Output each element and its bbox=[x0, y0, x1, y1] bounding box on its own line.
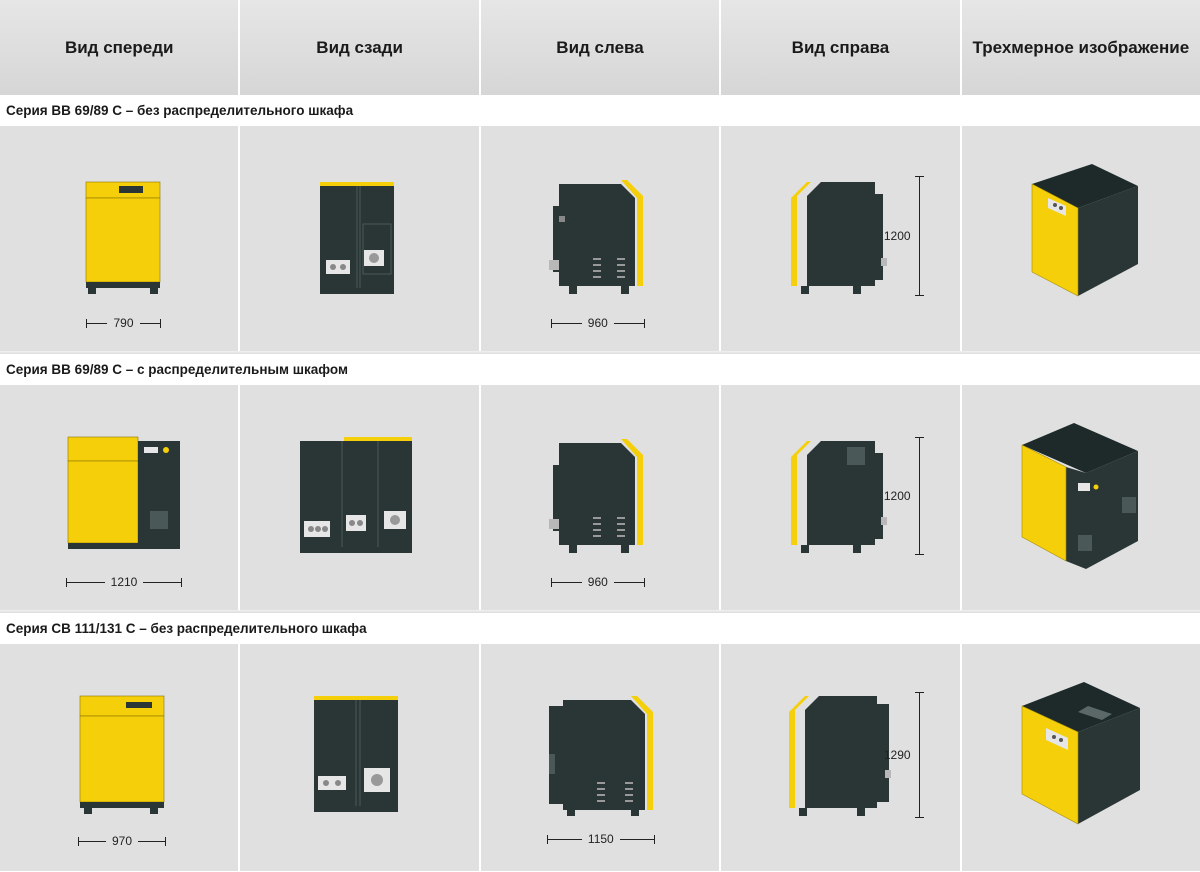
left-view-cell[interactable]: 1150 bbox=[480, 644, 722, 871]
3d-view-cell[interactable] bbox=[961, 126, 1200, 351]
depth-dimension: 960 bbox=[550, 316, 645, 330]
height-dimension: 1200 bbox=[884, 437, 934, 555]
width-dimension: 970 bbox=[78, 834, 166, 848]
back-view-drawing bbox=[314, 696, 399, 812]
column-header-left: Вид слева bbox=[480, 0, 722, 95]
series-row: 970 1150 bbox=[0, 644, 1200, 871]
right-view-drawing bbox=[791, 182, 888, 294]
back-view-drawing bbox=[320, 182, 395, 294]
right-view-drawing bbox=[789, 696, 892, 816]
left-view-cell[interactable]: 960 bbox=[480, 126, 722, 351]
column-header-front: Вид спереди bbox=[0, 0, 241, 95]
series-title: Серия CB 111/131 C – без распределительн… bbox=[0, 613, 1200, 644]
width-dimension: 790 bbox=[86, 316, 162, 330]
front-view-drawing bbox=[67, 436, 180, 549]
height-dimension: 1290 bbox=[884, 692, 934, 818]
column-header-right: Вид справа bbox=[721, 0, 962, 95]
3d-view-drawing bbox=[1021, 682, 1140, 825]
height-dimension: 1200 bbox=[884, 176, 934, 296]
left-view-drawing bbox=[548, 439, 643, 553]
front-view-drawing bbox=[79, 695, 165, 814]
3d-view-drawing bbox=[1031, 164, 1138, 297]
front-view-cell[interactable]: 970 bbox=[0, 644, 241, 871]
back-view-cell[interactable] bbox=[240, 385, 481, 610]
right-view-drawing bbox=[791, 441, 888, 553]
depth-dimension: 1150 bbox=[546, 832, 655, 846]
right-view-cell[interactable]: 1290 bbox=[721, 644, 962, 871]
left-view-drawing bbox=[548, 180, 643, 294]
series-row: 790 bbox=[0, 126, 1200, 351]
3d-view-cell[interactable] bbox=[961, 644, 1200, 871]
left-view-drawing bbox=[548, 696, 653, 816]
3d-view-drawing bbox=[1021, 423, 1138, 569]
header-row: Вид спереди Вид сзади Вид слева Вид спра… bbox=[0, 0, 1200, 95]
series-title: Серия BB 69/89 C – с распределительным ш… bbox=[0, 354, 1200, 385]
series-row: 1210 bbox=[0, 385, 1200, 610]
left-view-cell[interactable]: 960 bbox=[480, 385, 722, 610]
column-header-back: Вид сзади bbox=[240, 0, 481, 95]
back-view-cell[interactable] bbox=[240, 644, 481, 871]
front-view-cell[interactable]: 790 bbox=[0, 126, 241, 351]
depth-dimension: 960 bbox=[550, 575, 645, 589]
series-title: Серия BB 69/89 C – без распределительног… bbox=[0, 95, 1200, 126]
column-header-3d: Трехмерное изображение bbox=[961, 0, 1200, 95]
row-divider bbox=[0, 610, 1200, 613]
row-divider bbox=[0, 351, 1200, 354]
3d-view-cell[interactable] bbox=[961, 385, 1200, 610]
front-view-cell[interactable]: 1210 bbox=[0, 385, 241, 610]
back-view-drawing bbox=[300, 437, 413, 553]
back-view-cell[interactable] bbox=[240, 126, 481, 351]
right-view-cell[interactable]: 1200 bbox=[721, 385, 962, 610]
width-dimension: 1210 bbox=[66, 575, 183, 589]
front-view-drawing bbox=[85, 181, 161, 294]
right-view-cell[interactable]: 1200 bbox=[721, 126, 962, 351]
